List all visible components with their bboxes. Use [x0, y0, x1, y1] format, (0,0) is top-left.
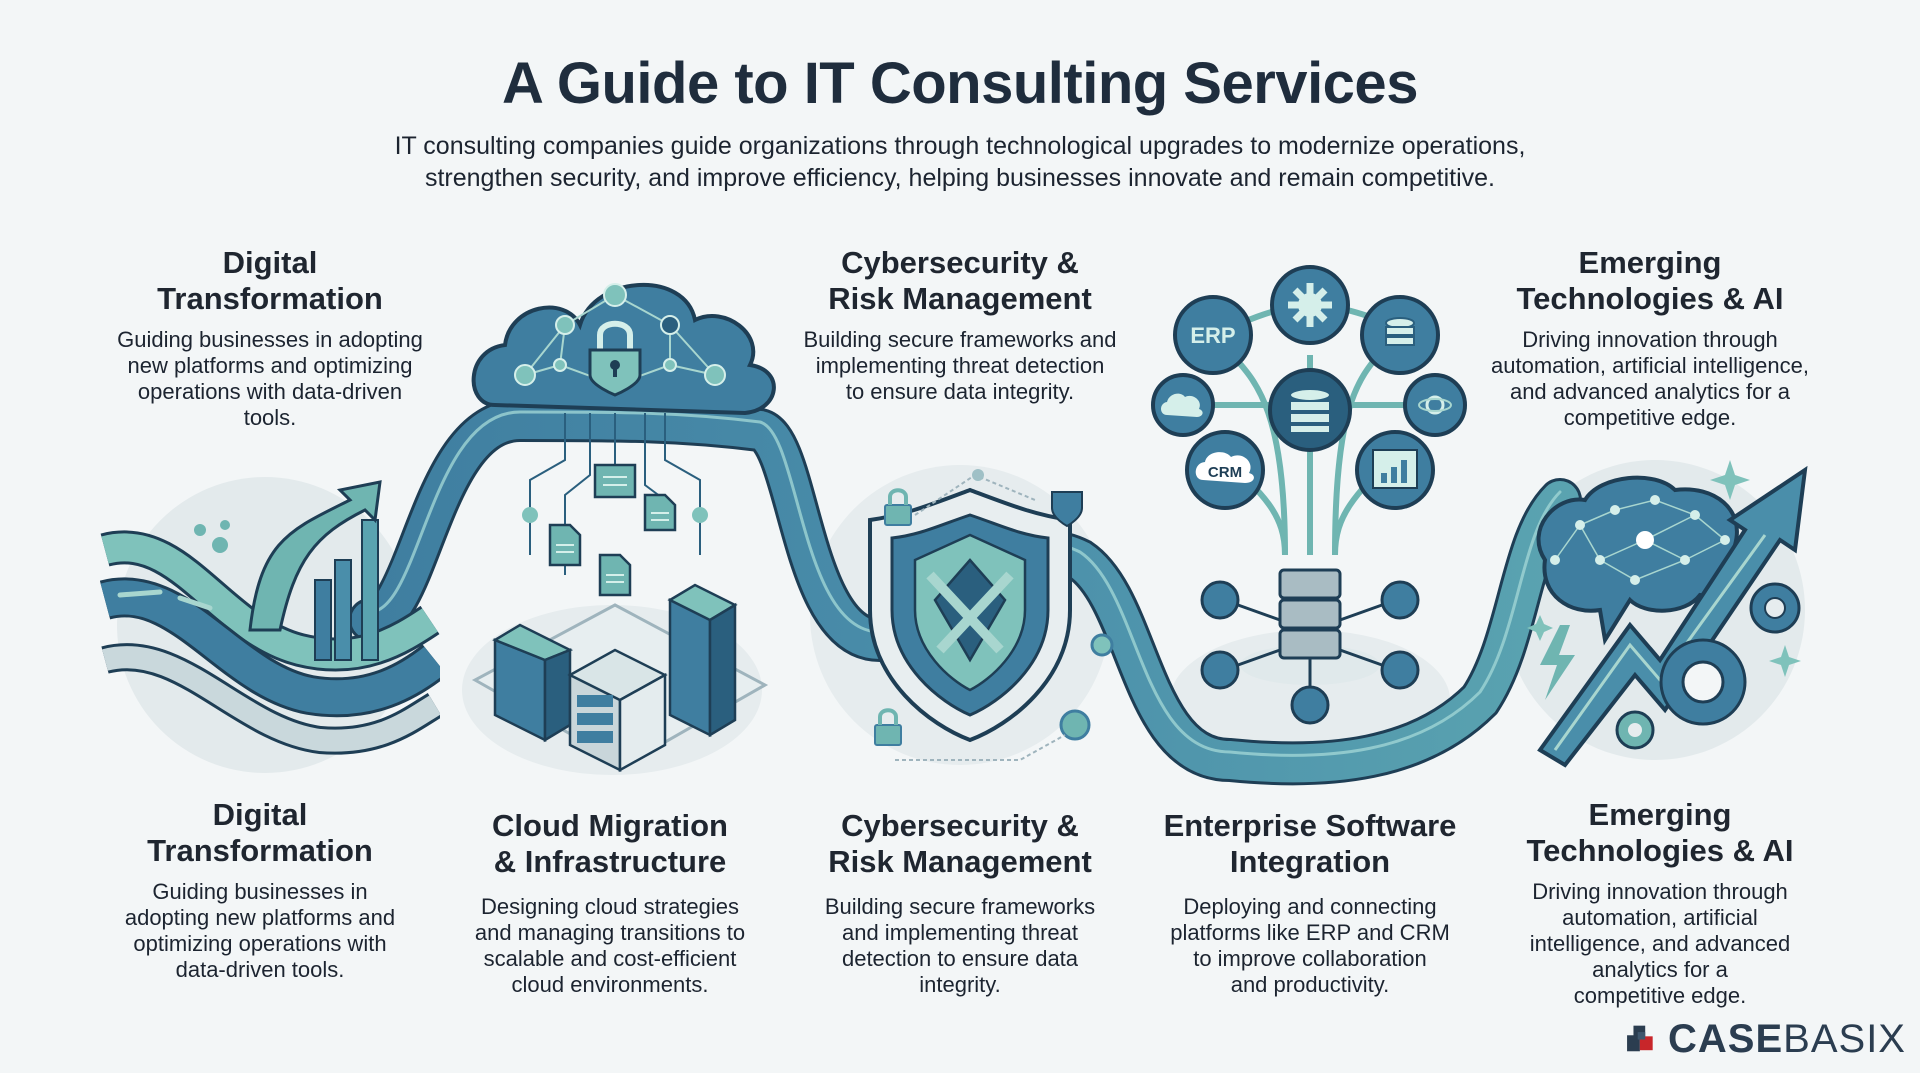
title-line: Digital: [222, 245, 318, 280]
title-line: Technologies & AI: [1516, 281, 1784, 316]
title-line: Emerging: [1588, 797, 1732, 832]
section-title: Cloud Migration & Infrastructure: [440, 808, 780, 880]
desc-line: cloud environments.: [511, 972, 709, 997]
bottom-enterprise-software: Enterprise Software Integration Deployin…: [1140, 808, 1480, 998]
section-title: Cybersecurity & Risk Management: [770, 245, 1150, 317]
desc-line: operations with data-driven: [137, 379, 403, 404]
desc-line: automation, artificial intelligence,: [1491, 353, 1809, 378]
page-subtitle: IT consulting companies guide organizati…: [300, 130, 1620, 194]
section-description: Building secure frameworks and implement…: [770, 327, 1150, 405]
logo-basix: BASIX: [1783, 1016, 1906, 1061]
desc-line: detection to ensure data: [841, 946, 1079, 971]
desc-line: tools.: [243, 405, 297, 430]
desc-line: optimizing operations with: [133, 931, 387, 956]
title-line: Risk Management: [828, 844, 1092, 879]
section-title: Digital Transformation: [90, 797, 430, 869]
desc-line: and managing transitions to: [474, 920, 746, 945]
title-line: Enterprise Software: [1163, 808, 1457, 843]
desc-line: and productivity.: [1230, 972, 1390, 997]
desc-line: scalable and cost-efficient: [483, 946, 737, 971]
top-digital-transformation: Digital Transformation Guiding businesse…: [90, 245, 450, 431]
desc-line: Driving innovation through: [1522, 327, 1778, 352]
desc-line: adopting new platforms and: [124, 905, 396, 930]
desc-line: competitive edge.: [1563, 405, 1737, 430]
desc-line: automation, artificial: [1562, 905, 1758, 930]
emerging-tech-illustration: [1527, 460, 1808, 768]
erp-label: ERP: [1190, 323, 1235, 348]
section-description: Building secure frameworks and implement…: [790, 894, 1130, 998]
cube-logo-icon: [1627, 1025, 1653, 1052]
enterprise-integration-illustration: ERP CRM: [1151, 265, 1467, 725]
title-line: Cybersecurity &: [841, 245, 1079, 280]
title-line: Digital: [212, 797, 308, 832]
desc-line: analytics for a: [1592, 957, 1728, 982]
desc-line: and implementing threat: [841, 920, 1079, 945]
desc-line: integrity.: [919, 972, 1001, 997]
title-line: Risk Management: [828, 281, 1092, 316]
logo-case: CASE: [1668, 1016, 1784, 1061]
top-emerging-technologies: Emerging Technologies & AI Driving innov…: [1460, 245, 1840, 431]
section-description: Deploying and connecting platforms like …: [1140, 894, 1480, 998]
desc-line: Guiding businesses in adopting: [117, 327, 423, 352]
section-title: Cybersecurity & Risk Management: [790, 808, 1130, 880]
desc-line: Driving innovation through: [1532, 879, 1788, 904]
desc-line: new platforms and optimizing: [127, 353, 413, 378]
cloud-migration-illustration: [471, 283, 776, 773]
title-line: Transformation: [157, 281, 383, 316]
desc-line: to ensure data integrity.: [845, 379, 1075, 404]
top-cybersecurity: Cybersecurity & Risk Management Building…: [770, 245, 1150, 405]
section-description: Guiding businesses in adopting new platf…: [90, 327, 450, 431]
desc-line: to improve collaboration: [1193, 946, 1427, 971]
subtitle-line-2: strengthen security, and improve efficie…: [424, 164, 1496, 192]
bottom-cybersecurity: Cybersecurity & Risk Management Building…: [790, 808, 1130, 998]
section-title: Enterprise Software Integration: [1140, 808, 1480, 880]
section-title: Emerging Technologies & AI: [1490, 797, 1830, 869]
desc-line: implementing threat detection: [815, 353, 1105, 378]
subtitle-line-1: IT consulting companies guide organizati…: [394, 132, 1526, 160]
desc-line: Building secure frameworks: [824, 894, 1096, 919]
title-line: & Infrastructure: [493, 844, 727, 879]
title-line: Cloud Migration: [492, 808, 728, 843]
bottom-emerging-technologies: Emerging Technologies & AI Driving innov…: [1490, 797, 1830, 1009]
section-description: Designing cloud strategies and managing …: [440, 894, 780, 998]
section-description: Driving innovation through automation, a…: [1460, 327, 1840, 431]
desc-line: Building secure frameworks and: [803, 327, 1117, 352]
title-line: Cybersecurity &: [841, 808, 1079, 843]
section-description: Guiding businesses in adopting new platf…: [90, 879, 430, 983]
section-title: Digital Transformation: [90, 245, 450, 317]
bottom-digital-transformation: Digital Transformation Guiding businesse…: [90, 797, 430, 983]
title-line: Integration: [1229, 844, 1391, 879]
desc-line: and advanced analytics for a: [1509, 379, 1791, 404]
title-line: Emerging: [1578, 245, 1722, 280]
desc-line: competitive edge.: [1573, 983, 1747, 1008]
section-title: Emerging Technologies & AI: [1460, 245, 1840, 317]
desc-line: platforms like ERP and CRM: [1170, 920, 1450, 945]
title-line: Technologies & AI: [1526, 833, 1794, 868]
section-description: Driving innovation through automation, a…: [1490, 879, 1830, 1009]
digital-transformation-illustration: [100, 480, 440, 755]
desc-line: Deploying and connecting: [1183, 894, 1437, 919]
desc-line: intelligence, and advanced: [1529, 931, 1791, 956]
title-line: Transformation: [147, 833, 373, 868]
crm-label: CRM: [1208, 464, 1242, 481]
bottom-cloud-migration: Cloud Migration & Infrastructure Designi…: [440, 808, 780, 998]
desc-line: Designing cloud strategies: [480, 894, 740, 919]
desc-line: Guiding businesses in: [152, 879, 368, 904]
desc-line: data-driven tools.: [175, 957, 345, 982]
page-title: A Guide to IT Consulting Services: [502, 51, 1418, 116]
cybersecurity-illustration: [868, 469, 1114, 761]
